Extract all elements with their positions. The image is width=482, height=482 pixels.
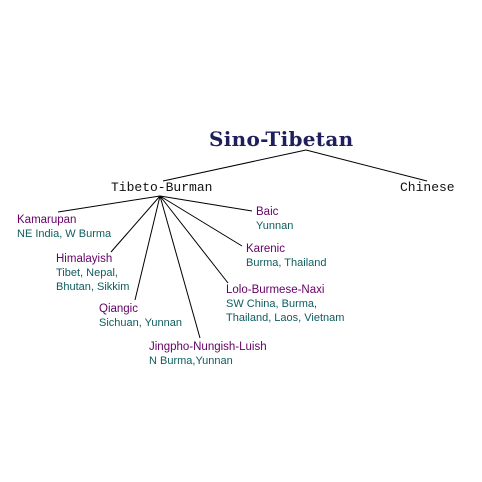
subgroup-himalayish-name: Himalayish	[56, 253, 113, 265]
branch-tibeto-burman: Tibeto-Burman	[111, 180, 213, 195]
subgroup-jingpho-name: Jingpho-Nungish-Luish	[149, 341, 267, 353]
subgroup-lolo-name: Lolo-Burmese-Naxi	[226, 284, 325, 296]
subgroup-himalayish-location-2: Bhutan, Sikkim	[56, 281, 130, 293]
subgroup-qiangic-location: Sichuan, Yunnan	[99, 317, 182, 329]
edge-tb-lolo	[159, 195, 229, 284]
edge-tb-kamarupan	[57, 195, 161, 213]
subgroup-lolo-location-2: Thailand, Laos, Vietnam	[226, 312, 345, 324]
branch-chinese: Chinese	[400, 180, 455, 195]
edge-tb-karenic	[159, 195, 243, 247]
edge-root-tibeto-burman	[162, 149, 307, 182]
subgroup-kamarupan-name: Kamarupan	[17, 214, 77, 226]
edge-tb-jingpho	[159, 195, 201, 339]
subgroup-kamarupan-location: NE India, W Burma	[17, 228, 112, 240]
subgroup-karenic-location: Burma, Thailand	[246, 257, 327, 269]
edge-tb-qiangic	[134, 195, 161, 301]
edge-tb-baic	[159, 195, 253, 212]
root-label: Sino-Tibetan	[209, 127, 354, 151]
subgroup-himalayish-location-1: Tibet, Nepal,	[56, 267, 118, 279]
edge-root-chinese	[305, 149, 428, 182]
subgroup-qiangic-name: Qiangic	[99, 303, 138, 315]
edge-tb-himalayish	[110, 195, 161, 253]
subgroup-baic-name: Baic	[256, 206, 279, 218]
subgroup-karenic-name: Karenic	[246, 243, 285, 255]
subgroup-baic-location: Yunnan	[256, 220, 294, 232]
subgroup-jingpho-location: N Burma,Yunnan	[149, 355, 233, 367]
subgroup-lolo-location-1: SW China, Burma,	[226, 298, 318, 310]
